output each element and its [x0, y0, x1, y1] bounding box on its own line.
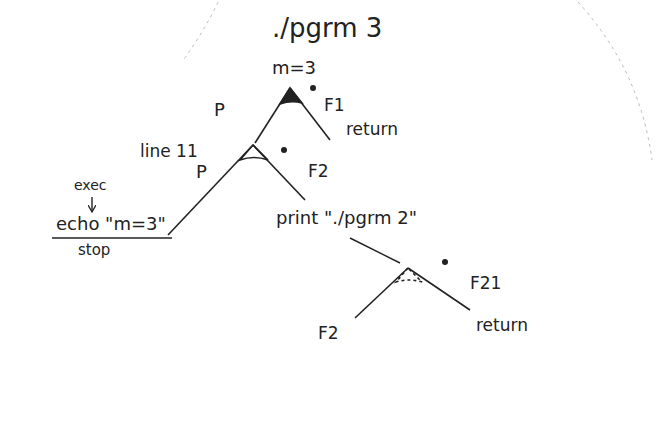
print-note: print "./pgrm 2": [276, 208, 417, 228]
action-note: return: [346, 120, 398, 139]
fork-dot: [281, 147, 287, 153]
underline: [52, 237, 172, 239]
fork-dot: [442, 259, 448, 265]
output-note: echo "m=3": [56, 214, 166, 234]
action-note: return: [476, 316, 528, 335]
exec-note: exec: [74, 178, 107, 193]
branch-label: F21: [470, 274, 501, 293]
line-note: line 11: [140, 142, 198, 161]
fork-dot: [310, 85, 316, 91]
stop-note: stop: [78, 242, 110, 259]
fork-symbol: [355, 268, 470, 318]
branch-label: F2: [318, 324, 339, 343]
branch-label: F2: [308, 162, 329, 181]
exec-arrow: [91, 197, 92, 211]
scan-edge: [578, 2, 652, 160]
branch-label: P: [214, 100, 225, 120]
branch-label: P: [196, 162, 207, 182]
scan-edge: [182, 2, 218, 62]
command-title: ./pgrm 3: [272, 14, 382, 43]
branch-label: F1: [324, 96, 345, 115]
variable-note: m=3: [272, 58, 316, 78]
flow-stroke: [350, 238, 400, 263]
fork-symbol: [255, 88, 330, 143]
